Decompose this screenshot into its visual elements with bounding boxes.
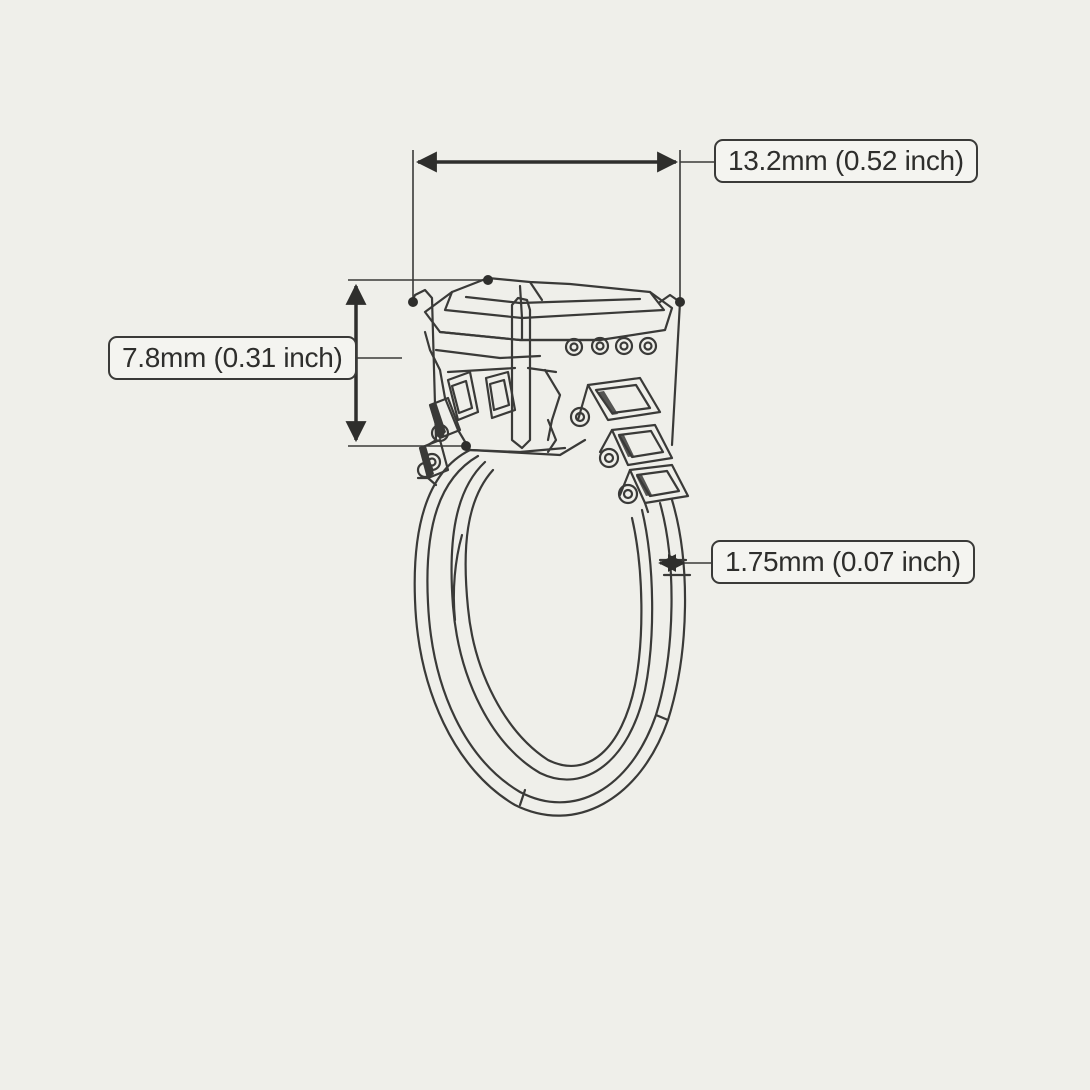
dimension-head-width <box>408 150 714 307</box>
anchor-dot <box>483 275 493 285</box>
band-width-label: 1.75mm (0.07 inch) <box>711 540 975 584</box>
dimension-head-height <box>345 275 493 451</box>
anchor-dot <box>675 297 685 307</box>
ring-band <box>413 448 692 817</box>
head-width-label: 13.2mm (0.52 inch) <box>714 139 978 183</box>
head-gallery <box>423 330 587 457</box>
stone-shadows <box>420 391 652 496</box>
center-stone <box>423 276 674 342</box>
anchor-dot <box>408 297 418 307</box>
anchor-dot <box>461 441 471 451</box>
head-height-label: 7.8mm (0.31 inch) <box>108 336 357 380</box>
